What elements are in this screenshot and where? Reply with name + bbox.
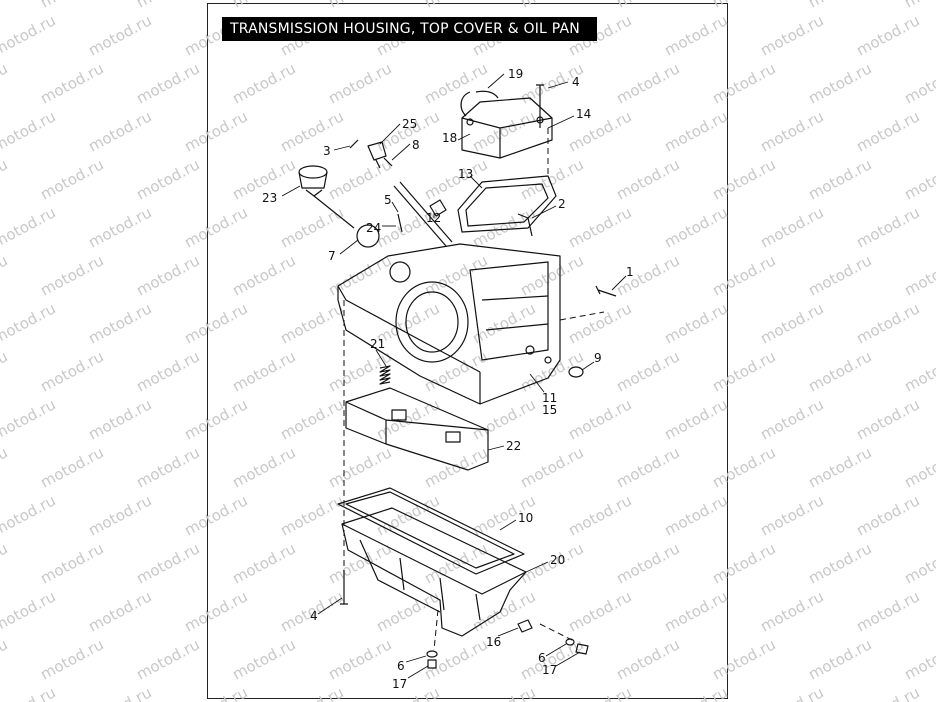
plug-part-17b: [575, 643, 589, 655]
bolt-part-2: [517, 213, 533, 237]
callout-6-left: 6: [397, 659, 405, 673]
callout-14: 14: [576, 107, 591, 121]
oil-pan-baffle-part: [345, 387, 489, 471]
bolt-part-1: [595, 285, 617, 297]
washer-part-6b: [565, 638, 575, 646]
callout-17-left: 17: [392, 677, 407, 691]
callout-3: 3: [323, 144, 331, 158]
callout-1: 1: [626, 265, 634, 279]
drain-plug-part-16: [517, 619, 533, 633]
plug-part-9: [568, 366, 584, 378]
plug-part-17a: [427, 659, 437, 669]
callout-9: 9: [594, 351, 602, 365]
callout-24: 24: [366, 221, 381, 235]
callout-11: 11: [542, 391, 557, 405]
diagram-title: TRANSMISSION HOUSING, TOP COVER & OIL PA…: [222, 17, 597, 41]
callout-15: 15: [542, 403, 557, 417]
dipstick-part: [298, 165, 355, 229]
callout-4-bottom: 4: [310, 609, 318, 623]
bolt-part-top: [536, 84, 544, 128]
callout-4-top: 4: [572, 75, 580, 89]
callout-17-right: 17: [542, 663, 557, 677]
washer-part-6a: [426, 650, 438, 658]
callout-16: 16: [486, 635, 501, 649]
top-cover-part: [461, 97, 553, 159]
screw-part-3: [349, 139, 359, 149]
callout-7: 7: [328, 249, 336, 263]
o-ring-part: [356, 224, 380, 248]
callout-23: 23: [262, 191, 277, 205]
callout-20: 20: [550, 553, 565, 567]
spring-part: [379, 365, 391, 385]
transmission-housing-part: [337, 243, 561, 405]
vent-fitting-part: [367, 141, 387, 169]
plug-part-8: [383, 157, 393, 167]
callout-8: 8: [412, 138, 420, 152]
callout-18: 18: [442, 131, 457, 145]
callout-2: 2: [558, 197, 566, 211]
callout-10: 10: [518, 511, 533, 525]
callout-22: 22: [506, 439, 521, 453]
callout-19: 19: [508, 67, 523, 81]
oil-pan-part: [341, 507, 527, 637]
callout-12: 12: [426, 211, 441, 225]
callout-25: 25: [402, 117, 417, 131]
callout-13: 13: [458, 167, 473, 181]
bolt-part-bottom: [340, 570, 348, 605]
top-cover-gasket-part: [457, 175, 557, 233]
callout-5: 5: [384, 193, 392, 207]
callout-6-right: 6: [538, 651, 546, 665]
oil-pan-gasket-part: [337, 487, 525, 575]
breather-hose-part: [460, 90, 499, 117]
callout-21: 21: [370, 337, 385, 351]
